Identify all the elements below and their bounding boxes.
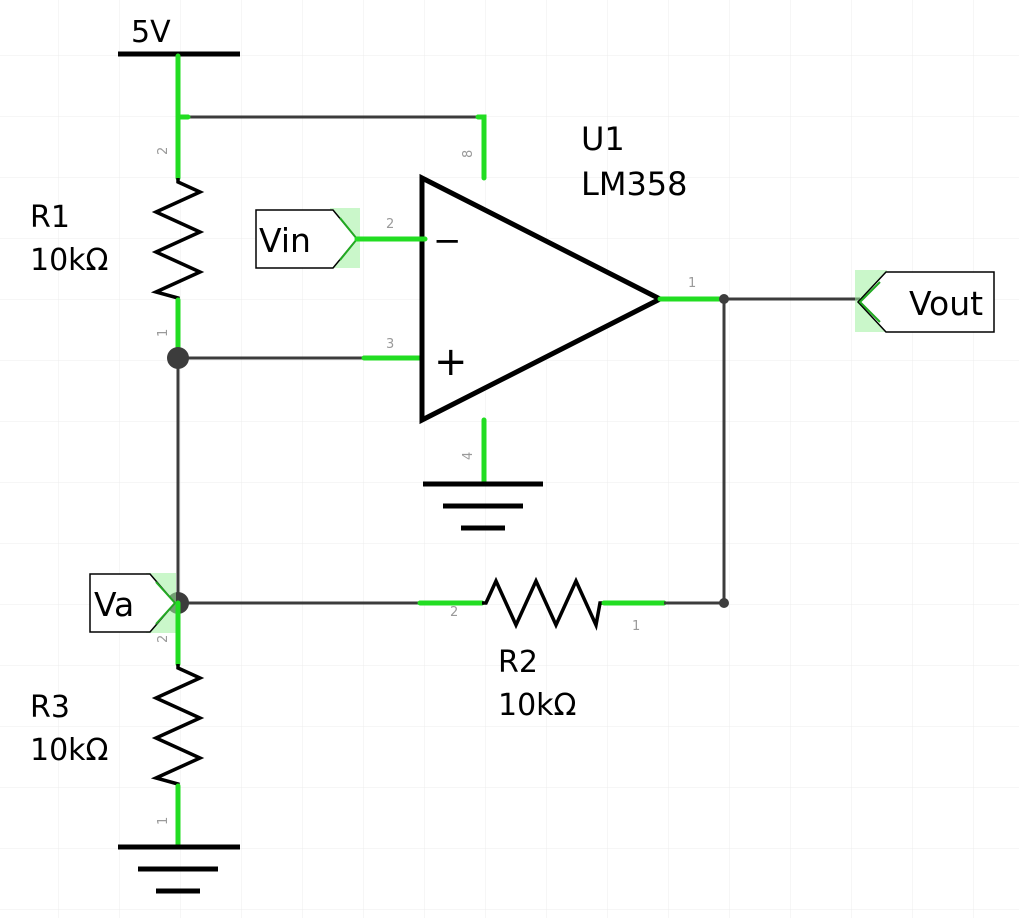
r3-pin-bottom: 1	[156, 817, 171, 825]
opamp-pin-inv: 2	[386, 217, 394, 232]
port-va[interactable]: Va	[89, 573, 177, 633]
junction-out	[719, 294, 729, 304]
r2-pin-left: 2	[450, 605, 458, 620]
port-va-label: Va	[94, 585, 134, 624]
opamp-pin-noninv: 3	[386, 337, 394, 352]
resistor-r3[interactable]: 2 1 R3 10kΩ	[30, 600, 205, 850]
opamp-pin-gnd: 4	[461, 452, 476, 460]
port-vout-label: Vout	[909, 284, 983, 323]
r1-pin-bottom: 1	[156, 329, 171, 337]
r1-pin-top: 2	[156, 147, 171, 155]
opamp-plus: +	[434, 339, 468, 385]
port-vout[interactable]: Vout	[855, 270, 995, 333]
junction-feedback	[719, 598, 729, 608]
r3-value: 10kΩ	[30, 733, 108, 768]
r2-ref: R2	[498, 645, 538, 680]
opamp-pin-vcc: 8	[461, 150, 476, 158]
opamp-pin-out: 1	[688, 276, 696, 291]
r3-ref: R3	[30, 690, 70, 725]
port-vin-label: Vin	[259, 221, 311, 260]
port-vin[interactable]: Vin	[255, 208, 360, 269]
opamp-part: LM358	[581, 165, 688, 203]
r1-value: 10kΩ	[30, 243, 108, 278]
r1-ref: R1	[30, 200, 70, 235]
opamp-minus: −	[433, 221, 462, 261]
ground-r3	[118, 844, 240, 894]
wire-vcc-green-b	[475, 114, 487, 181]
resistor-r1[interactable]: 2 1 R1 10kΩ	[30, 114, 205, 361]
supply-label: 5V	[131, 15, 171, 50]
ground-opamp	[423, 481, 543, 531]
opamp-u1[interactable]: − + U1 LM358 8 2 3 1 4	[386, 120, 696, 460]
r2-value: 10kΩ	[498, 688, 576, 723]
r2-pin-right: 1	[632, 619, 640, 634]
opamp-ref: U1	[581, 120, 625, 158]
r3-pin-top: 2	[156, 635, 171, 643]
resistor-r2[interactable]: 2 1 R2 10kΩ	[450, 576, 640, 723]
